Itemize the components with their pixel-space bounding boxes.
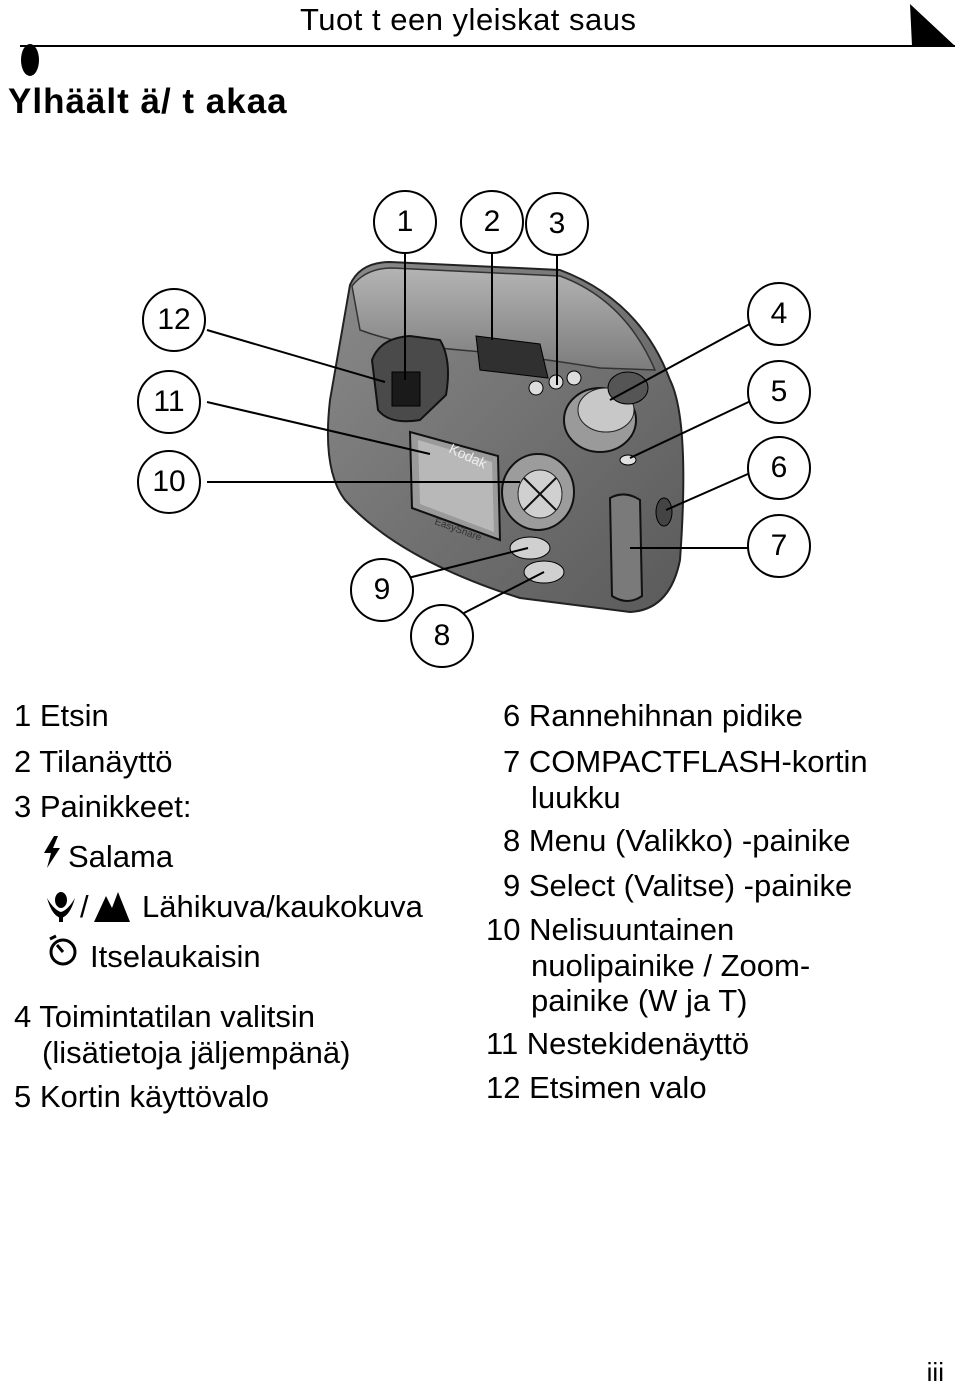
legend-sub-timer: Itselaukaisin <box>90 939 261 974</box>
legend-item-5: 5 Kortin käyttövalo <box>14 1079 270 1114</box>
legend-sub-flash: Salama <box>68 839 174 874</box>
callout-11: 11 <box>137 370 201 434</box>
flash-icon <box>42 836 62 877</box>
camera-diagram: Kodak EasyShare <box>206 254 758 615</box>
legend-item-10: 10 Nelisuuntainen <box>486 912 735 947</box>
legend-item-12: 12 Etsimen valo <box>486 1070 707 1105</box>
card-door <box>608 493 644 602</box>
callout-3: 3 <box>525 192 589 256</box>
legend-item-7-cont: luukku <box>531 780 621 815</box>
callout-2: 2 <box>460 190 524 254</box>
callout-10: 10 <box>137 450 201 514</box>
callout-6: 6 <box>747 436 811 500</box>
legend-item-11: 11 Nestekidenäyttö <box>486 1026 750 1061</box>
legend-item-10-cont2: painike (W ja T) <box>531 983 748 1018</box>
legend-item-10-cont1: nuolipainike / Zoom- <box>531 948 811 983</box>
callout-12: 12 <box>142 288 206 352</box>
legend-item-4-note: (lisätietoja jäljempänä) <box>42 1035 351 1070</box>
legend-item-4: 4 Toimintatilan valitsin <box>14 999 315 1034</box>
page-number: iii <box>926 1357 944 1387</box>
callout-7: 7 <box>747 514 811 578</box>
callout-1: 1 <box>373 190 437 254</box>
legend-item-3: 3 Painikkeet: <box>14 789 192 824</box>
header-rule <box>20 4 955 76</box>
callout-4: 4 <box>747 282 811 346</box>
legend-item-6: 6 Rannehihnan pidike <box>503 698 803 733</box>
legend-item-2: 2 Tilanäyttö <box>14 744 173 779</box>
self-timer-icon <box>46 934 80 977</box>
macro-icon <box>44 890 78 931</box>
landscape-icon <box>94 890 130 931</box>
header-title: Tuot t een yleiskat saus <box>300 2 637 37</box>
legend-item-8: 8 Menu (Valikko) -painike <box>503 823 851 858</box>
legend-item-7: 7 COMPACTFLASH-kortin <box>503 744 868 779</box>
legend-item-1: 1 Etsin <box>14 698 109 733</box>
callout-8: 8 <box>410 604 474 668</box>
callout-5: 5 <box>747 360 811 424</box>
legend-item-9: 9 Select (Valitse) -painike <box>503 868 853 903</box>
legend-sub-macro: Lähikuva/kaukokuva <box>142 889 423 924</box>
callout-9: 9 <box>350 558 414 622</box>
section-title: Ylhäält ä/ t akaa <box>8 82 288 121</box>
